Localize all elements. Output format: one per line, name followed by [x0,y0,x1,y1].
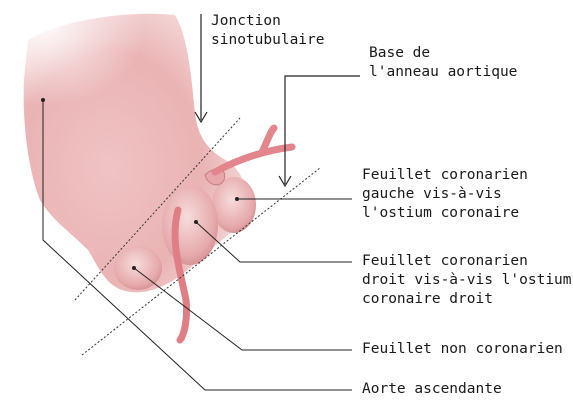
base-arrow [279,76,360,186]
right-cusp-shape [162,185,218,265]
label-jonction: Jonction sinotubulaire [211,12,325,50]
jonction-arrow [195,14,207,122]
label-feuillet-droit: Feuillet coronarien droit vis-à-vis l'os… [362,252,572,309]
dot-left-cusp [235,197,239,201]
left-coronary-artery [215,128,292,172]
label-aorte: Aorte ascendante [362,380,502,399]
dot-non-coronary [132,266,136,270]
dot-right-cusp [194,220,198,224]
label-feuillet-gauche: Feuillet coronarien gauche vis-à-vis l'o… [362,166,528,223]
label-base: Base de l'anneau aortique [369,44,517,82]
dot-aorte [41,98,45,102]
left-cusp-shape [212,177,256,233]
label-feuillet-non: Feuillet non coronarien [362,340,563,359]
